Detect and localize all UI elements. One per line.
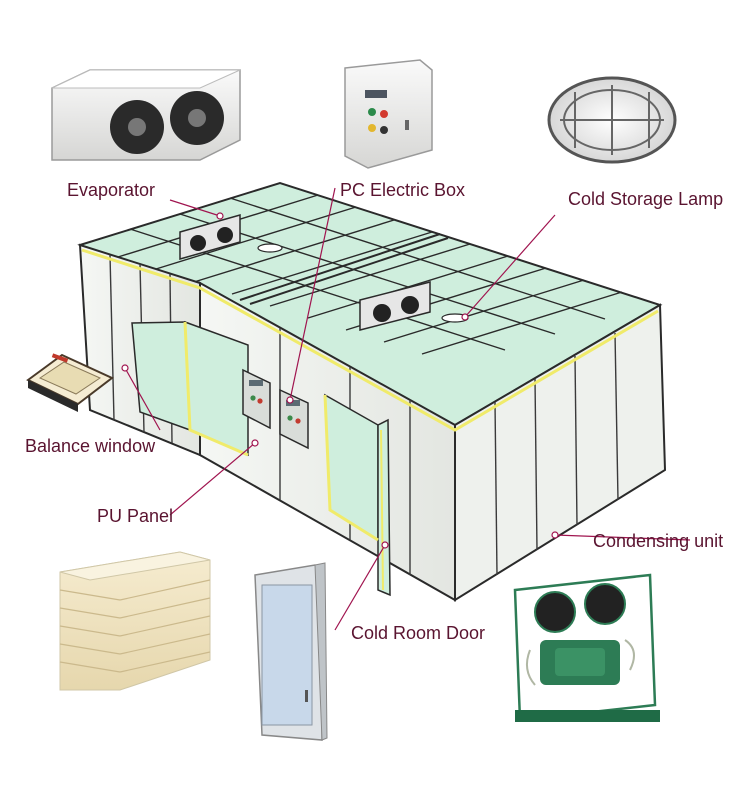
evaporator-unit-icon bbox=[51, 69, 241, 161]
label-pc-electric-box: PC Electric Box bbox=[340, 180, 466, 200]
roof-evaporator-1 bbox=[179, 214, 241, 260]
condensing-unit-icon bbox=[513, 573, 660, 722]
label-cold-storage-lamp: Cold Storage Lamp bbox=[568, 189, 724, 209]
leader-pc-electric-box bbox=[289, 187, 336, 401]
cold-room-door-icon bbox=[254, 562, 328, 741]
wall-control-box-2 bbox=[279, 388, 309, 450]
label-pu-panel: PU Panel bbox=[97, 506, 174, 526]
label-cold-room-door: Cold Room Door bbox=[351, 623, 486, 643]
roof-evaporator-2 bbox=[359, 281, 431, 331]
right-wall bbox=[454, 303, 667, 602]
left-door bbox=[131, 320, 249, 457]
leader-balance-window bbox=[124, 367, 161, 431]
yellow-trims bbox=[81, 248, 659, 432]
label-condensing-unit: Condensing unit bbox=[593, 531, 724, 551]
balance-window-icon bbox=[26, 353, 114, 412]
pu-panel-stack-icon bbox=[59, 551, 211, 691]
front-door bbox=[323, 393, 391, 597]
leader-dots bbox=[121, 212, 559, 549]
roof-partition bbox=[239, 233, 449, 305]
label-balance-window: Balance window bbox=[25, 436, 156, 456]
label-evaporator: Evaporator bbox=[67, 180, 156, 200]
electric-box-icon bbox=[344, 59, 433, 169]
wall-control-box-1 bbox=[242, 368, 271, 430]
cold-storage-lamp-icon bbox=[547, 76, 677, 164]
leader-lines bbox=[124, 187, 691, 631]
leader-cold-room-door bbox=[334, 544, 386, 631]
leader-pu-panel bbox=[169, 442, 256, 516]
cold-room-building bbox=[77, 181, 667, 602]
leader-condensing-unit bbox=[554, 534, 691, 541]
leader-cold-storage-lamp bbox=[464, 214, 556, 318]
leader-evaporator bbox=[169, 199, 221, 217]
